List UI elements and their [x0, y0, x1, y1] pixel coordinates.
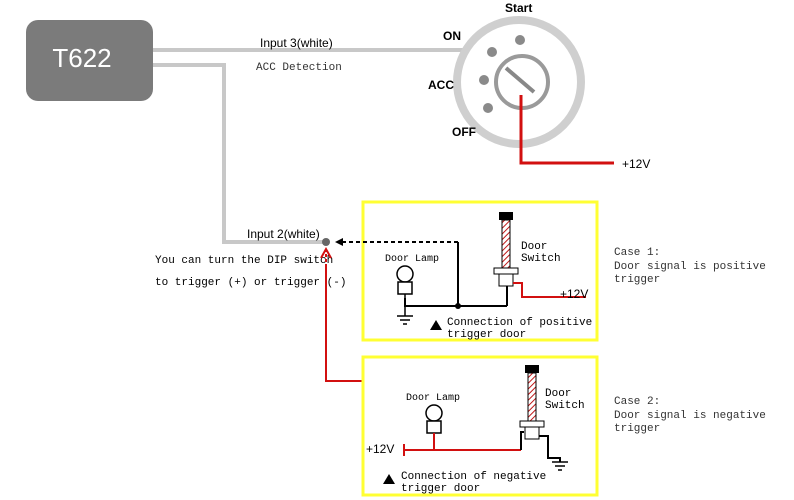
- case2-switch-wire: [520, 431, 524, 450]
- case1-caption-line1: Connection of positive: [447, 317, 592, 329]
- device-label: T622: [52, 43, 111, 73]
- case1-title: Case 1:: [614, 247, 660, 259]
- case1-caption-line2: trigger door: [447, 329, 526, 341]
- case2-supply-label: +12V: [366, 442, 394, 456]
- case1-desc-line2: trigger: [614, 274, 660, 286]
- input3-label: Input 3(white): [260, 36, 333, 50]
- case2-lamp-bulb: [425, 404, 443, 422]
- acc-label: ACC: [428, 78, 454, 92]
- device-t622: T622: [26, 20, 153, 101]
- case2-panel: +12V Door Lamp Door Switch Connection of…: [361, 355, 599, 497]
- case2-switch-body: [524, 426, 540, 440]
- case1-switch-plunger: [501, 219, 511, 269]
- case2-switch-plunger: [527, 372, 537, 422]
- acc-detection-label: ACC Detection: [256, 62, 342, 74]
- case1-junction: [455, 303, 461, 309]
- case2-switch-flange: [519, 420, 545, 428]
- case1-caption-triangle-icon: [430, 320, 442, 330]
- ignition-switch: Start ON ACC OFF: [428, 1, 585, 148]
- case2-caption-line1: Connection of negative: [401, 471, 546, 483]
- input2-wire: [153, 63, 325, 244]
- input2-junction: [322, 238, 330, 246]
- case1-door-switch-line2: Switch: [521, 253, 561, 265]
- contact-off: [483, 103, 493, 113]
- case2-desc-line1: Door signal is negative: [614, 410, 766, 422]
- case1-desc-line1: Door signal is positive: [614, 261, 766, 273]
- on-label: ON: [443, 29, 461, 43]
- case2-door-switch-line1: Door: [545, 388, 571, 400]
- case2-door-switch-line2: Switch: [545, 400, 585, 412]
- case2-caption-line2: trigger door: [401, 483, 480, 495]
- ignition-supply-label: +12V: [622, 157, 650, 171]
- case2-desc-line2: trigger: [614, 423, 660, 435]
- case1-door-switch-line1: Door: [521, 241, 547, 253]
- ignition-key-slot: [504, 66, 536, 94]
- case2-switch-cap: [525, 365, 539, 373]
- case2-lamp-base: [426, 420, 442, 434]
- case2-trigger-arrow: [320, 246, 332, 259]
- dip-note-line1: You can turn the DIP switch: [155, 255, 333, 267]
- ignition-supply-wire: [519, 95, 614, 165]
- case1-switch-flange: [493, 267, 519, 275]
- case1-door-lamp-label: Door Lamp: [385, 254, 439, 265]
- case1-switch-cap: [499, 212, 513, 220]
- case1-panel: Door Lamp Door Switch +12V Connection of…: [335, 200, 599, 342]
- case2-door-lamp-label: Door Lamp: [406, 393, 460, 404]
- case1-trigger-arrow: [335, 238, 343, 246]
- case1-switch-body: [498, 273, 514, 287]
- start-label: Start: [505, 1, 532, 15]
- input2-label: Input 2(white): [247, 227, 320, 241]
- contact-start: [515, 35, 525, 45]
- contact-acc: [479, 75, 489, 85]
- case2-border: [361, 355, 599, 497]
- case1-supply-label: +12V: [560, 287, 588, 301]
- dip-note-line2: to trigger (+) or trigger (-): [155, 277, 346, 289]
- signal-wires: [153, 48, 490, 244]
- off-label: OFF: [452, 125, 476, 139]
- case2-title: Case 2:: [614, 396, 660, 408]
- contact-on: [487, 47, 497, 57]
- case1-lamp-bulb: [396, 265, 414, 283]
- case2-ground-wire: [539, 435, 561, 462]
- case1-supply-wire: [513, 282, 586, 298]
- case2-caption-triangle-icon: [383, 474, 395, 484]
- case1-lamp-base: [397, 281, 413, 295]
